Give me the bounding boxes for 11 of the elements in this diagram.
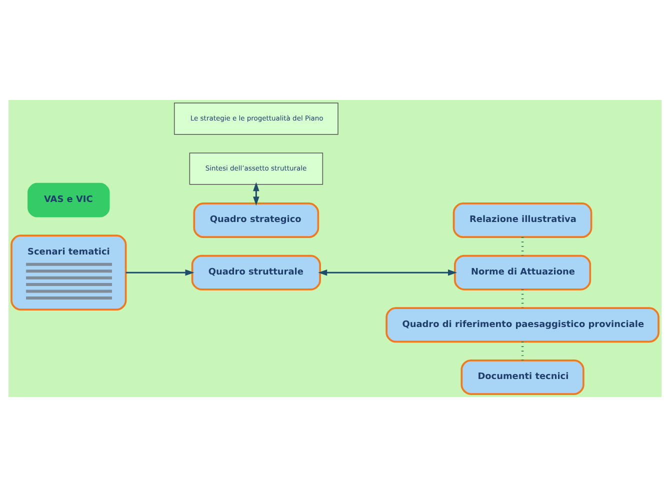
connector: [521, 289, 524, 308]
node-box: Norme di Attuazione: [454, 254, 592, 290]
node-box: Quadro strategico: [193, 202, 320, 238]
node-box: Documenti tecnici: [460, 359, 584, 395]
node-box: Relazione illustrativa: [452, 202, 592, 238]
node-box: Scenari tematici: [10, 234, 127, 311]
node-box: Quadro di riferimento paesaggistico provinciale: [386, 307, 660, 343]
arrow: [126, 269, 194, 276]
arrow: [318, 269, 457, 276]
node-box: Quadro strutturale: [191, 254, 321, 290]
node-box: VAS e VIC: [28, 182, 110, 218]
